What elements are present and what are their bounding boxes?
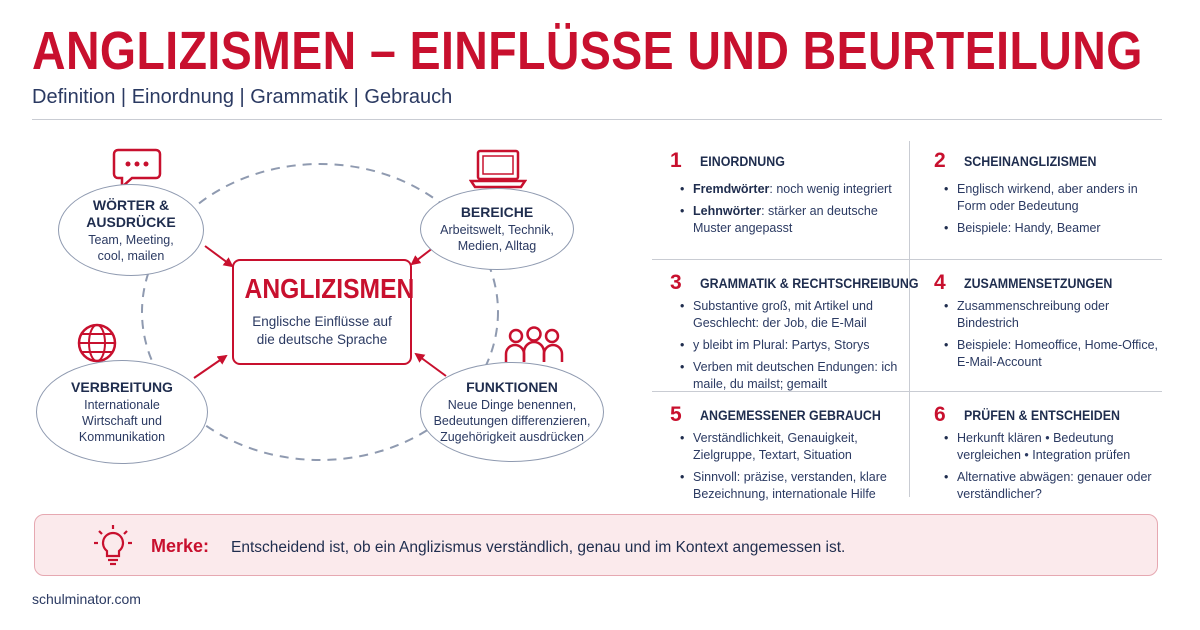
section-number: 6 (934, 403, 946, 426)
list-item: Beispiele: Handy, Beamer (944, 220, 1166, 237)
speech-bubble-icon (112, 148, 162, 190)
bubble-desc: Internationale Wirtschaft und Kommunikat… (78, 398, 166, 444)
footer-source: schulminator.com (32, 591, 141, 607)
section-pruefen: 6 PRÜFEN & ENTSCHEIDEN Herkunft klären •… (916, 397, 1166, 501)
list-item: y bleibt im Plural: Partys, Storys (680, 337, 902, 354)
section-number: 4 (934, 271, 946, 294)
list-item: Verben mit deutschen Endungen: ich maile… (680, 359, 902, 393)
laptop-icon (469, 149, 527, 189)
section-title: EINORDNUNG (700, 154, 785, 169)
center-title: ANGLIZISMEN (244, 273, 415, 304)
list-item: Verständlichkeit, Genauigkeit, Zielgrupp… (680, 430, 902, 464)
section-number: 3 (670, 271, 682, 294)
arrow-funktionen (414, 352, 447, 377)
list-item: Sinnvoll: präzise, verstanden, klare Bez… (680, 469, 902, 503)
page-subtitle: Definition | Einordnung | Grammatik | Ge… (32, 86, 453, 108)
dashed-cycle (141, 163, 499, 461)
bubble-verbreitung: VERBREITUNG Internationale Wirtschaft un… (36, 360, 208, 464)
bubble-title: VERBREITUNG (71, 379, 173, 395)
bubble-title: FUNKTIONEN (466, 379, 558, 395)
grid-divider (652, 391, 1162, 392)
grid-divider (909, 141, 910, 497)
center-box: ANGLIZISMEN Englische Einflüsse auf die … (232, 259, 415, 365)
list-item: Beispiele: Homeoffice, Home-Office, E-Ma… (944, 337, 1166, 371)
section-number: 1 (670, 149, 682, 172)
section-title: PRÜFEN & ENTSCHEIDEN (964, 408, 1120, 423)
arrow-verbreitung (193, 354, 228, 379)
section-title: SCHEINANGLIZISMEN (964, 154, 1097, 169)
section-zusammensetzungen: 4 ZUSAMMENSETZUNGEN Zusammenschreibung o… (916, 265, 1166, 391)
list-item: Zusammenschreibung oder Bindestrich (944, 298, 1166, 332)
bubble-desc: Neue Dinge benennen, Bedeutungen differe… (433, 398, 591, 444)
merke-box: Merke: Entscheidend ist, ob ein Anglizis… (34, 514, 1158, 576)
bubble-desc: Team, Meeting, cool, mailen (88, 232, 174, 263)
bubble-desc: Arbeitswelt, Technik, Medien, Alltag (440, 223, 554, 253)
diagram-connectors (141, 163, 499, 461)
list-item: Substantive groß, mit Artikel und Geschl… (680, 298, 902, 332)
list-item: Englisch wirkend, aber anders in Form od… (944, 181, 1166, 215)
list-item: Alternative abwägen: genauer oder verstä… (944, 469, 1166, 503)
list-item: Fremdwörter: noch wenig integriert (680, 181, 902, 198)
bubble-title: WÖRTER & AUSDRÜCKE (86, 196, 176, 230)
section-title: ANGEMESSENER GEBRAUCH (700, 408, 881, 423)
bubble-woerter: WÖRTER & AUSDRÜCKE Team, Meeting, cool, … (58, 184, 204, 276)
section-gebrauch: 5 ANGEMESSENER GEBRAUCH Verständlichkeit… (652, 397, 902, 501)
section-grammatik: 3 GRAMMATIK & RECHTSCHREIBUNG Substantiv… (652, 265, 919, 393)
section-einordnung: 1 EINORDNUNG Fremdwörter: noch wenig int… (652, 143, 902, 259)
info-grid: 1 EINORDNUNG Fremdwörter: noch wenig int… (652, 141, 1162, 501)
page-title: ANGLIZISMEN – EINFLÜSSE UND BEURTEILUNG (32, 21, 1143, 81)
list-item: Lehnwörter: stärker an deutsche Muster a… (680, 203, 902, 237)
bubble-bereiche: BEREICHE Arbeitswelt, Technik, Medien, A… (420, 188, 574, 270)
bubble-title: BEREICHE (460, 204, 534, 220)
lightbulb-icon (94, 525, 132, 566)
group-icon (504, 326, 564, 362)
merke-text: Entscheidend ist, ob ein Anglizismus ver… (231, 539, 846, 556)
globe-icon (77, 323, 117, 363)
bubble-funktionen: FUNKTIONEN Neue Dinge benennen, Bedeutun… (420, 362, 604, 462)
center-desc: Englische Einflüsse auf die deutsche Spr… (252, 314, 392, 347)
arrow-woerter (204, 245, 234, 268)
merke-label: Merke: (151, 536, 210, 556)
section-number: 5 (670, 403, 682, 426)
section-title: GRAMMATIK & RECHTSCHREIBUNG (700, 276, 919, 291)
grid-divider (652, 259, 1162, 260)
section-title: ZUSAMMENSETZUNGEN (964, 276, 1113, 291)
list-item: Herkunft klären • Bedeutung vergleichen … (944, 430, 1166, 464)
section-scheinanglizismen: 2 SCHEINANGLIZISMEN Englisch wirkend, ab… (916, 143, 1166, 259)
section-number: 2 (934, 149, 946, 172)
header-divider (32, 119, 1162, 120)
